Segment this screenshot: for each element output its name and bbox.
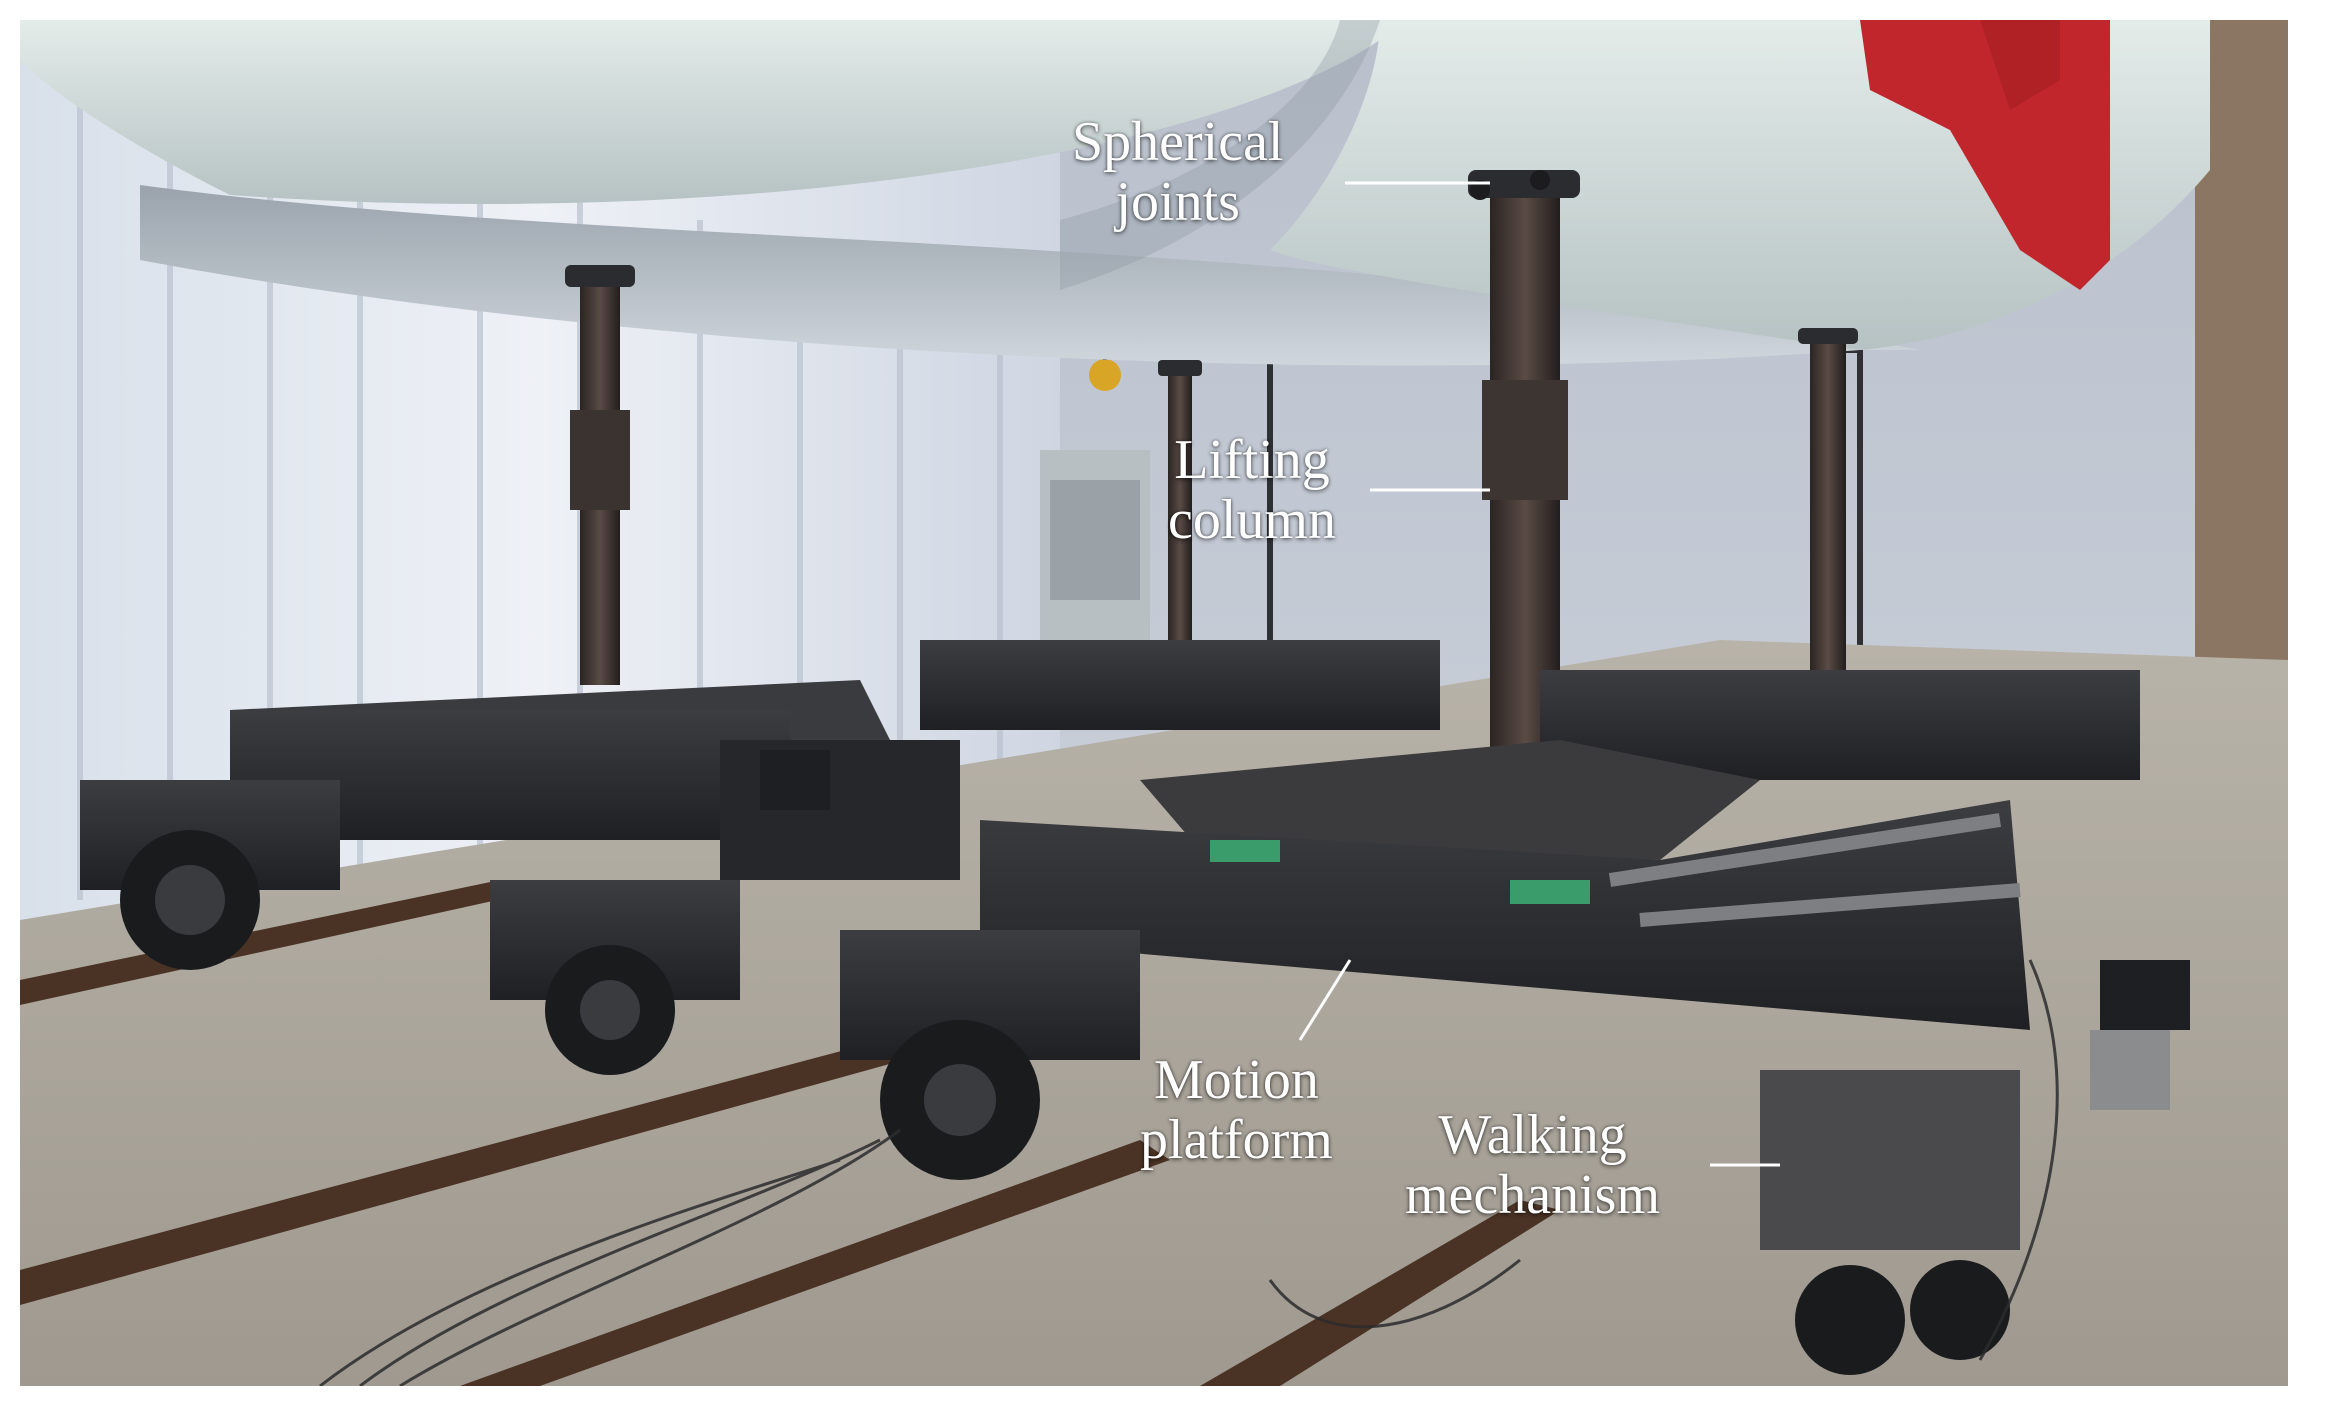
label-line: Spherical [1072, 111, 1284, 173]
label-line: Lifting [1174, 429, 1330, 491]
label-line: platform [1140, 1109, 1333, 1171]
label-line: mechanism [1405, 1164, 1661, 1226]
label-motion-platform: Motion platform [1140, 1050, 1333, 1170]
label-line: Walking [1438, 1104, 1627, 1166]
label-spherical-joints: Spherical joints [1072, 112, 1283, 232]
label-line: column [1168, 489, 1336, 551]
label-walking-mechanism: Walking mechanism [1405, 1105, 1660, 1225]
photo-test-rig [20, 20, 2288, 1386]
label-line: joints [1115, 171, 1240, 233]
label-lifting-column: Lifting column [1168, 430, 1336, 550]
label-line: Motion [1153, 1049, 1319, 1111]
